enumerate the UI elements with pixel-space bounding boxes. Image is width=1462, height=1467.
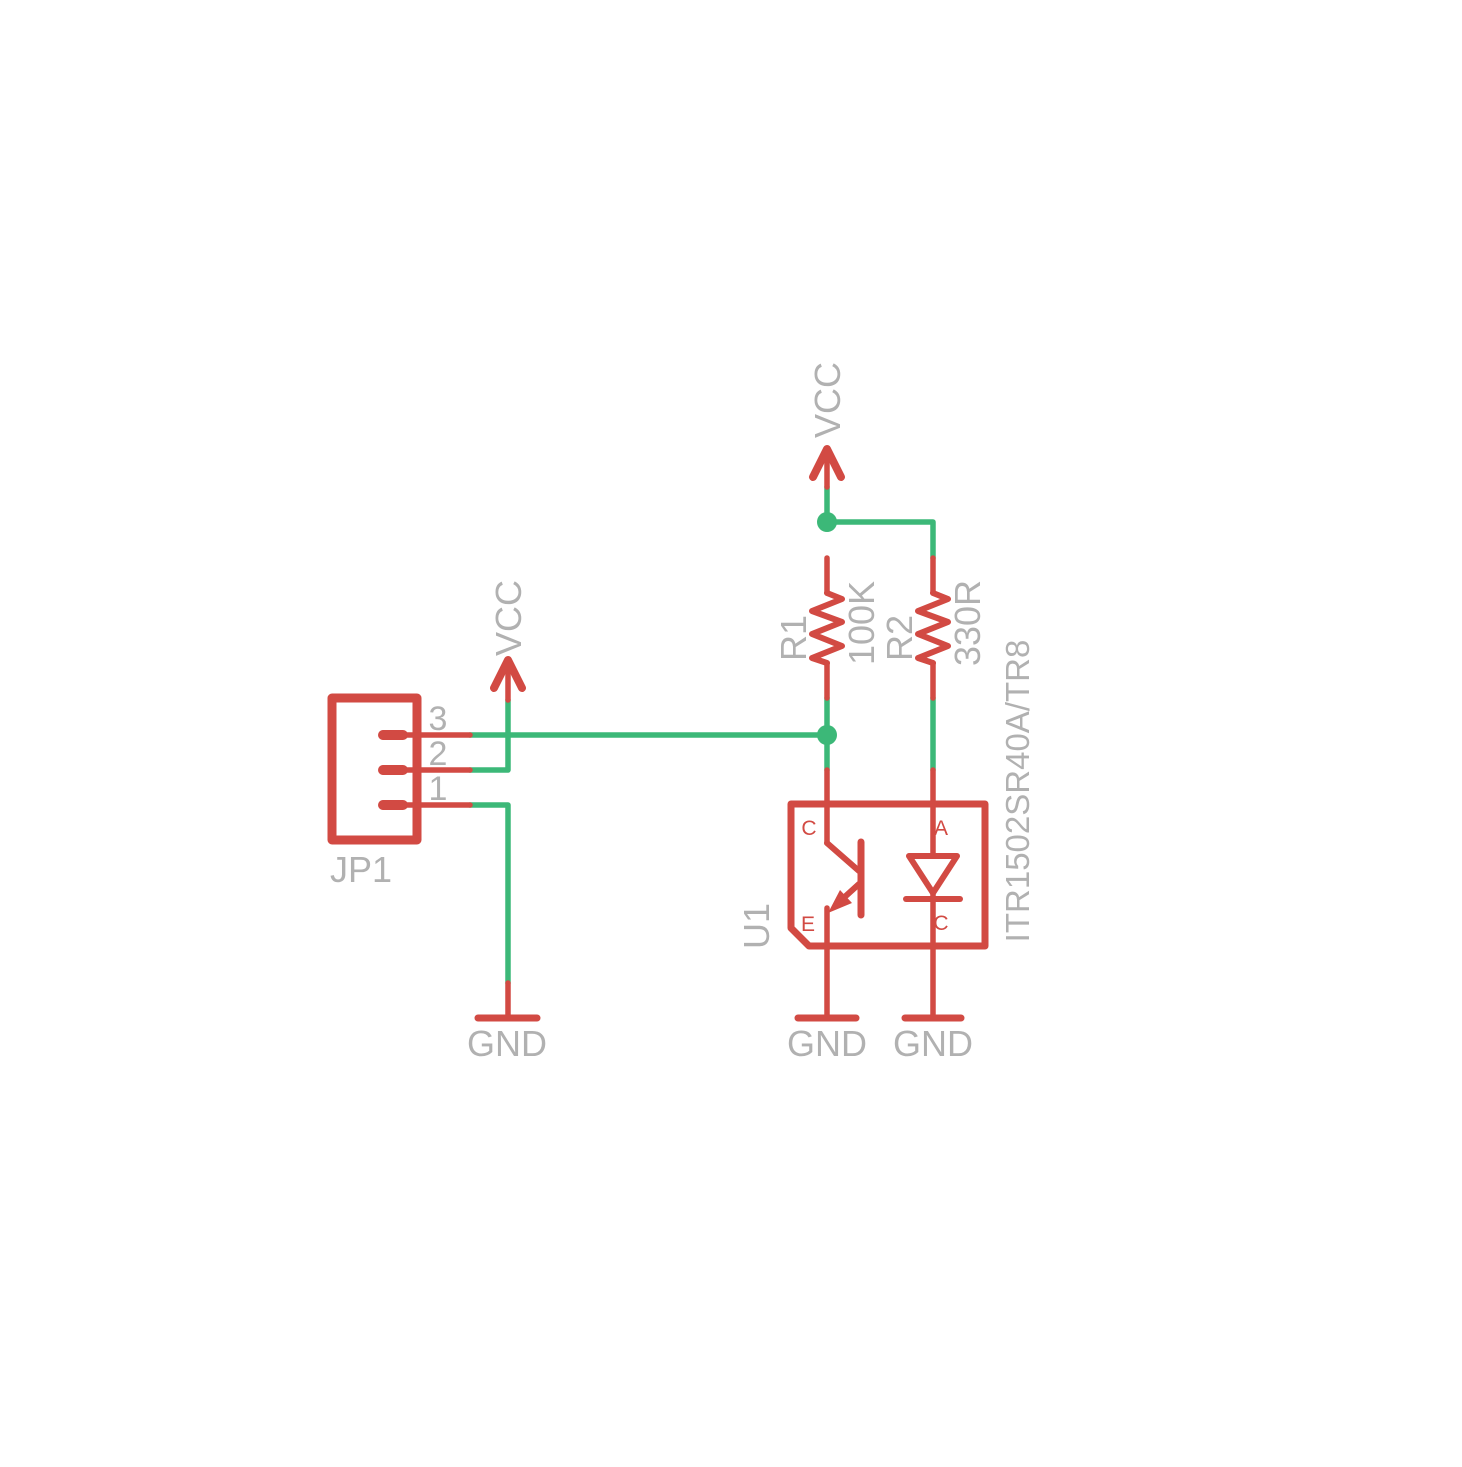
- jp1-pin2-number: 2: [429, 735, 448, 773]
- u1-phototransistor: [824, 838, 865, 949]
- u1-part-number: ITR1502SR40A/TR8: [999, 640, 1036, 943]
- r2-designator: R2: [879, 615, 920, 661]
- transistor-collector-diag: [824, 840, 862, 874]
- connector-jp1: 3 2 1 JP1: [327, 693, 473, 890]
- r2-value: 330R: [947, 580, 988, 666]
- vcc-top-arrow-icon: [809, 445, 845, 481]
- junction-dot-top: [817, 512, 837, 532]
- jp1-designator: JP1: [330, 849, 392, 890]
- vcc-left-arrow-icon: [490, 656, 526, 692]
- vcc-left-label: VCC: [488, 580, 529, 656]
- net-pin1-to-gnd: [467, 802, 511, 986]
- gnd-symbol-right: GND: [893, 943, 973, 1064]
- u1-pin-label-anode: A: [934, 817, 948, 840]
- diode-triangle-icon: [906, 853, 960, 896]
- gnd-symbol-mid: GND: [787, 943, 867, 1064]
- vcc-symbol-left: VCC: [488, 580, 529, 703]
- u1-diode: [903, 853, 963, 949]
- jp1-pin1-number: 1: [429, 770, 448, 808]
- u1-pin-label-emitter: E: [801, 913, 815, 936]
- gnd-mid-label: GND: [787, 1023, 867, 1064]
- r1-zigzag: [809, 590, 845, 666]
- transistor-emitter-arrow-icon: [828, 890, 852, 913]
- junction-dot-mid: [817, 725, 837, 745]
- u1-body: [787, 800, 989, 950]
- r2-zigzag: [915, 590, 951, 666]
- net-wires: [467, 484, 936, 986]
- net-vcc-to-r2: [824, 519, 936, 561]
- gnd-right-label: GND: [893, 1023, 973, 1064]
- gnd-symbol-left: GND: [467, 980, 547, 1064]
- u1-designator: U1: [736, 903, 777, 949]
- r1-designator: R1: [773, 615, 814, 661]
- jp1-pin3-number: 3: [429, 700, 448, 738]
- gnd-left-label: GND: [467, 1023, 547, 1064]
- resistor-r1: R1 100K: [773, 555, 882, 701]
- u1-pin-label-cathode: C: [933, 912, 948, 935]
- resistor-r2: R2 330R: [879, 555, 988, 701]
- vcc-top-label: VCC: [807, 362, 848, 438]
- optocoupler-u1: C A E C U1 ITR1502SR40A/TR8: [736, 640, 1036, 950]
- u1-pin-label-collector: C: [801, 817, 816, 840]
- r1-value: 100K: [841, 581, 882, 665]
- net-pin2-to-vcc: [467, 697, 511, 773]
- vcc-symbol-top: VCC: [807, 362, 848, 490]
